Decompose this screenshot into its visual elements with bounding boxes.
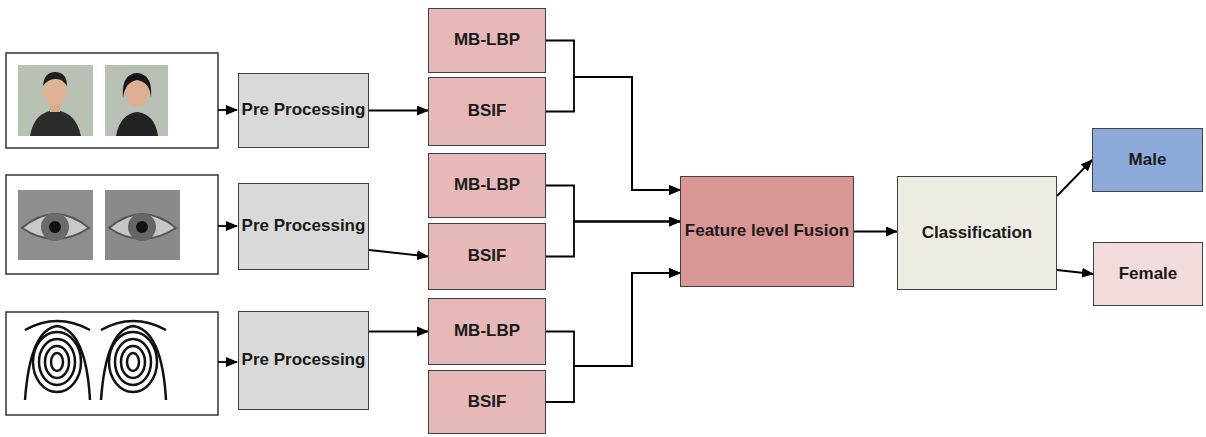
connector-arrow <box>546 273 680 366</box>
node-label: BSIF <box>468 391 507 413</box>
connector-arrow <box>546 222 680 257</box>
node-label: Feature level Fusion <box>685 220 849 242</box>
feature-box: MB-LBP <box>428 298 546 365</box>
face-images <box>6 53 218 148</box>
node-label: Male <box>1129 149 1167 171</box>
node-label: Female <box>1119 263 1178 285</box>
node-label: MB-LBP <box>454 320 520 342</box>
feature-box: BSIF <box>428 223 546 290</box>
connector-arrow <box>546 186 680 222</box>
node-label: Pre Processing <box>242 215 366 237</box>
connector-arrow <box>369 331 428 333</box>
feature-box: BSIF <box>428 370 546 434</box>
connector-arrow <box>854 231 897 233</box>
node-label: MB-LBP <box>454 29 520 51</box>
connector-arrow <box>1057 160 1092 196</box>
feature-box: MB-LBP <box>428 8 546 73</box>
feature-box: BSIF <box>428 77 546 146</box>
node-label: BSIF <box>468 245 507 267</box>
classifier-box: Classification <box>897 176 1057 290</box>
fingerprint-images <box>6 312 218 415</box>
node-label: Classification <box>922 222 1033 244</box>
connector-arrow <box>546 77 680 190</box>
node-label: MB-LBP <box>454 174 520 196</box>
feature-box: MB-LBP <box>428 153 546 218</box>
preprocess-box: Pre Processing <box>238 183 369 270</box>
node-label: Pre Processing <box>242 99 366 121</box>
connector-arrow <box>546 41 680 191</box>
output-box: Male <box>1092 128 1203 192</box>
connector-arrow <box>369 110 428 112</box>
fusion-box: Feature level Fusion <box>680 176 854 287</box>
node-label: Pre Processing <box>242 349 366 371</box>
connector-arrow <box>369 250 428 257</box>
input-arrows <box>218 110 237 362</box>
connector-arrow <box>546 273 680 402</box>
output-box: Female <box>1093 242 1203 306</box>
preprocess-box: Pre Processing <box>238 73 369 148</box>
node-label: BSIF <box>468 100 507 122</box>
connector-arrow <box>1057 270 1093 274</box>
iris-images <box>6 175 218 274</box>
preprocess-box: Pre Processing <box>238 311 369 410</box>
